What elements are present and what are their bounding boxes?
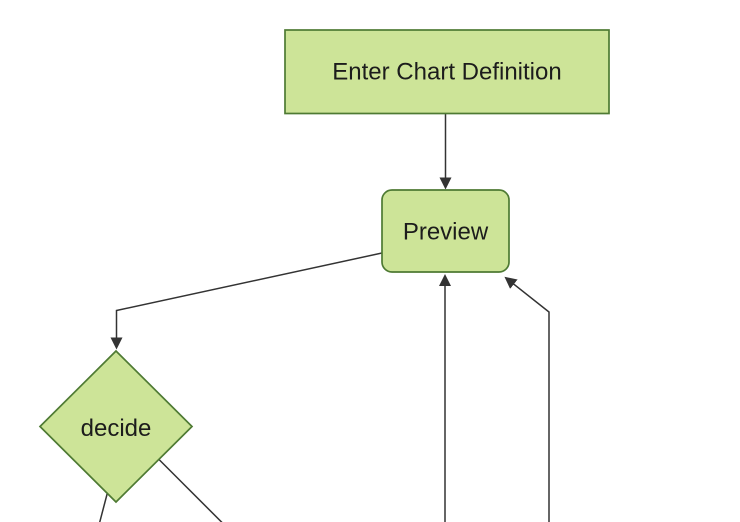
node-preview: Preview [381,189,510,273]
edge-decide-to-offscreen-bottom-left [98,492,109,522]
enter-chart-definition-label: Enter Chart Definition [332,59,561,86]
edge-decide-to-offscreen-bottom-right [158,458,223,522]
enter-chart-definition-shape [284,29,610,115]
decide-label: decide [81,415,152,442]
node-enter-chart-definition: Enter Chart Definition [284,29,610,115]
edge-preview-to-decide [110,252,383,350]
preview-label: Preview [403,219,489,246]
preview-shape [381,189,510,273]
decide-shape [38,349,194,504]
node-decide: decide [38,349,194,504]
edge-offscreen-bottom-right-to-preview [504,276,550,522]
